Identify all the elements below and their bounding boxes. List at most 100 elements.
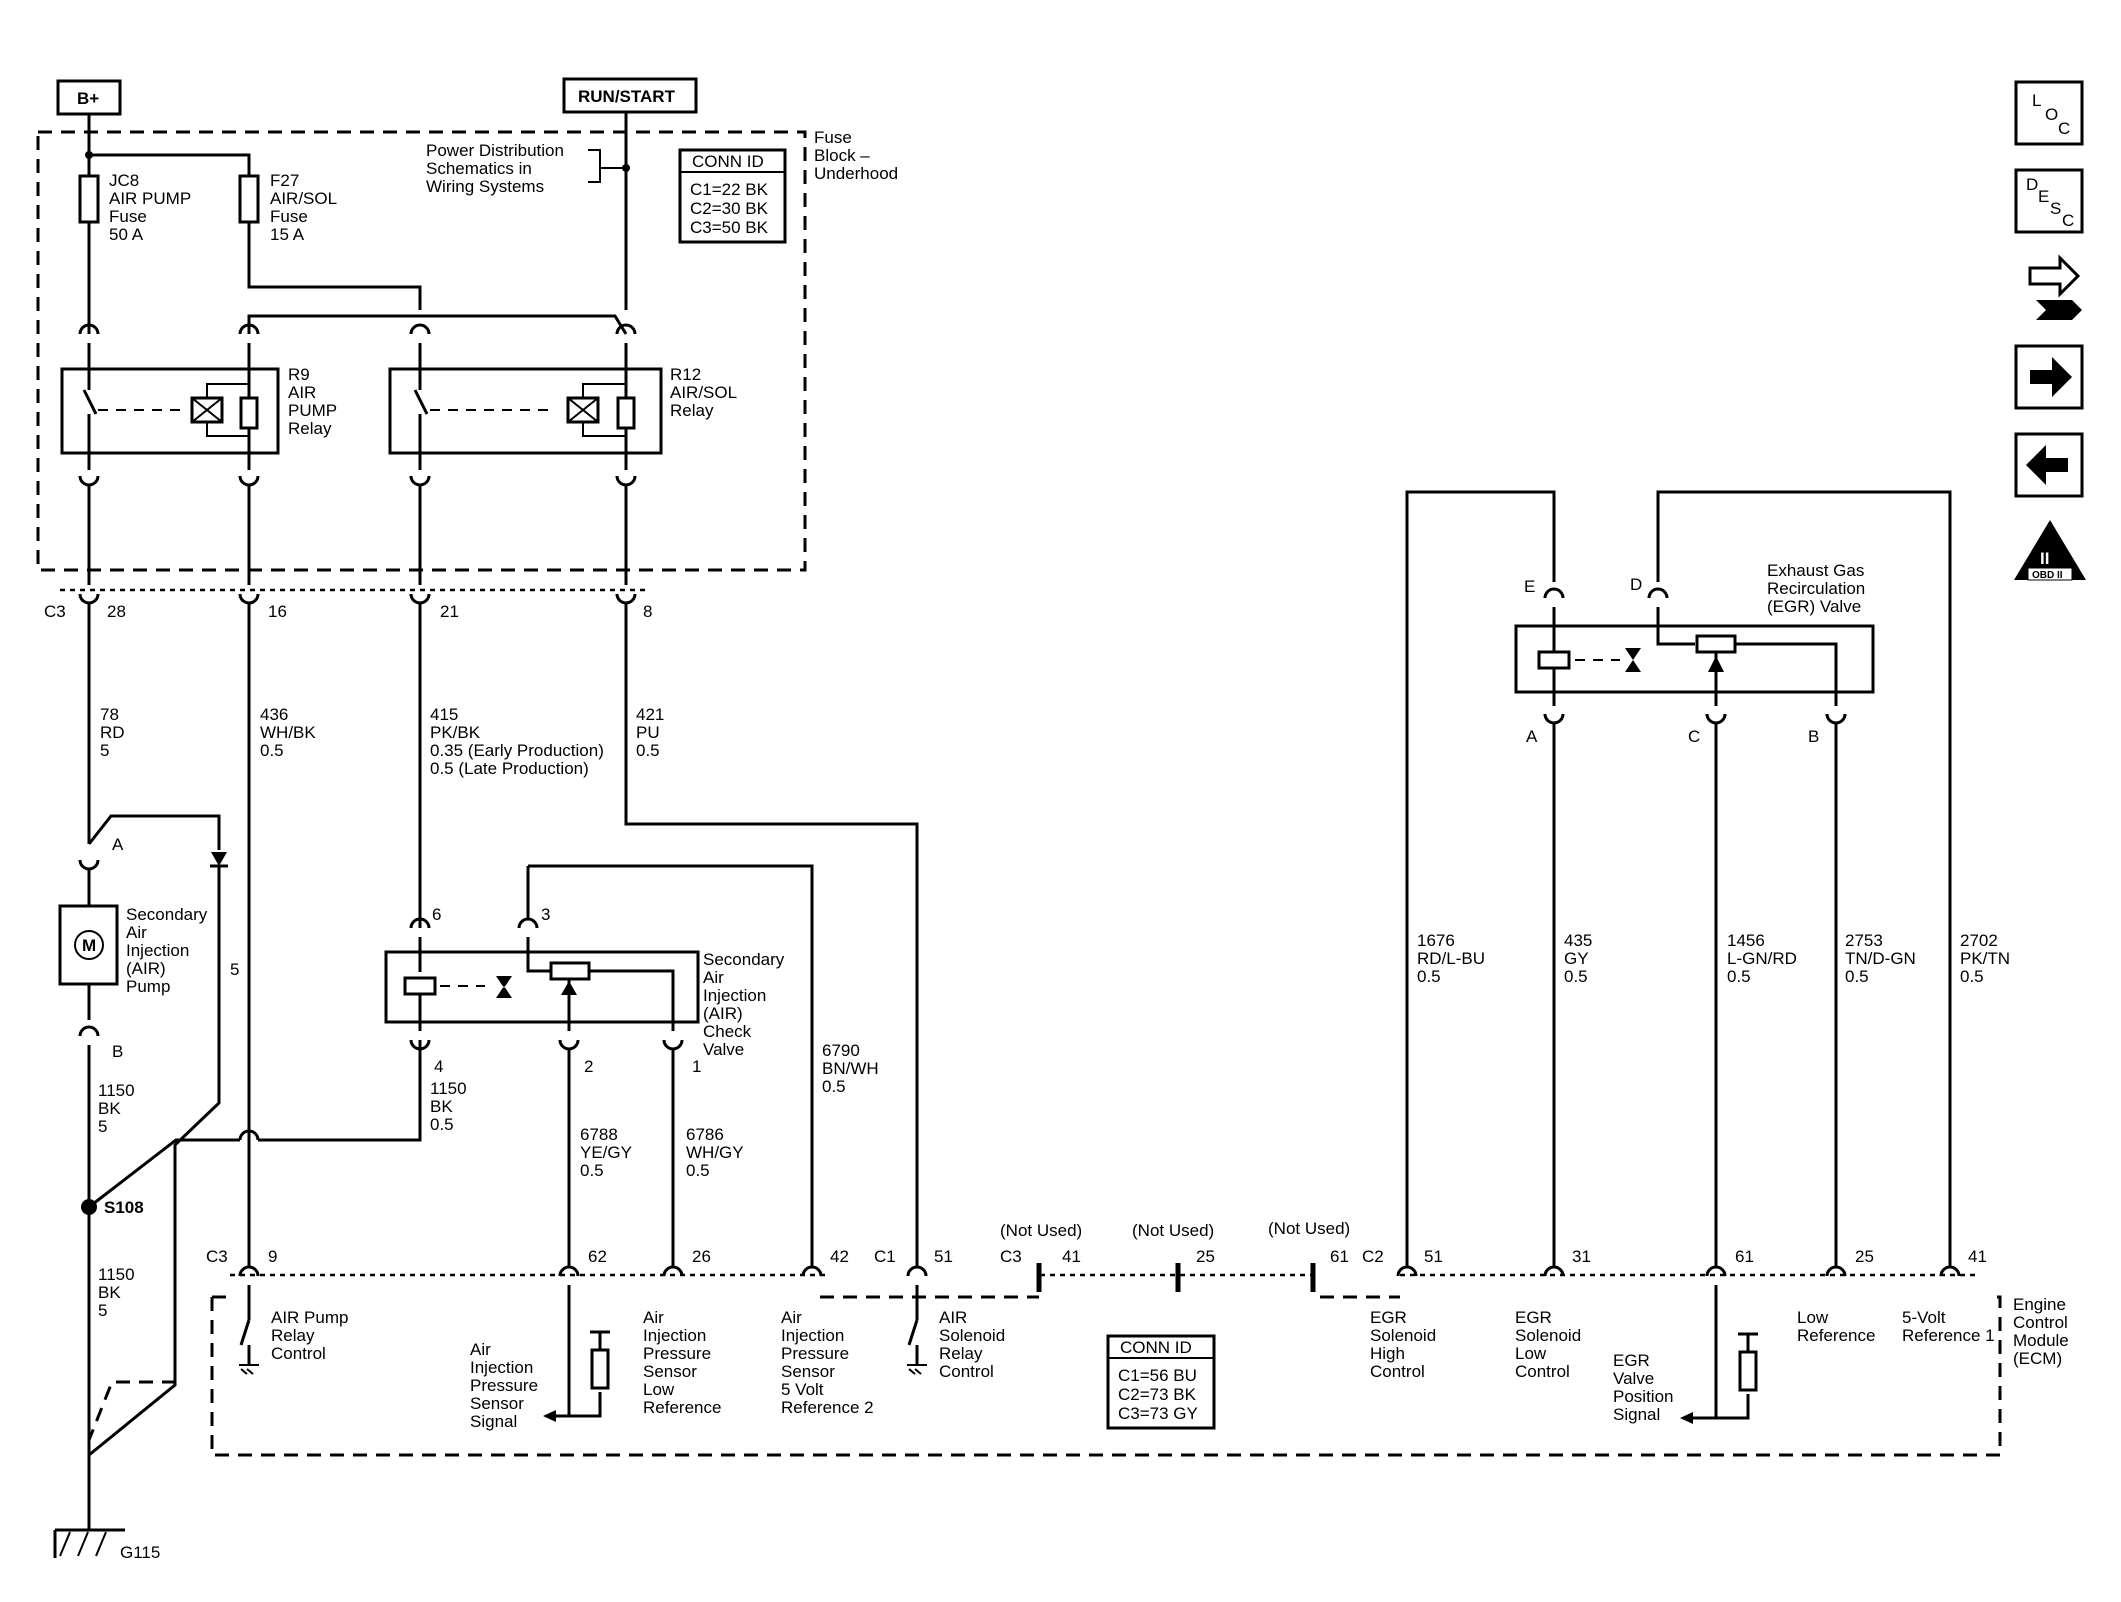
ecm-label-ecm-3: (ECM) <box>2013 1349 2062 1368</box>
ecm-pin-26: 26 <box>692 1247 711 1266</box>
ecm-label-press-low-2: Pressure <box>643 1344 711 1363</box>
ecm-label-egr-high-1: Solenoid <box>1370 1326 1436 1345</box>
ecm-boundary <box>210 1295 2002 1457</box>
egr-l1: Exhaust Gas <box>1767 561 1864 580</box>
c3-pin-8: 8 <box>643 602 652 621</box>
ecm-label-press-signal-3: Sensor <box>470 1394 524 1413</box>
svg-text:D: D <box>2026 175 2038 194</box>
ecm-label-press-signal-4: Signal <box>470 1412 517 1431</box>
ecm-label-egr-low-3: Control <box>1515 1362 1570 1381</box>
fuse-jc8 <box>78 174 100 224</box>
svg-text:C1=22 BK: C1=22 BK <box>690 180 769 199</box>
wire78-size: 5 <box>100 741 109 760</box>
power-dist-line2: Schematics in <box>426 159 532 178</box>
ecm-label-air-pump-relay-2: Control <box>271 1344 326 1363</box>
air-pump-motor <box>58 904 119 986</box>
cv-l1: Secondary <box>703 950 785 969</box>
ecm-label-press-low-0: Air <box>643 1308 664 1327</box>
conn-id-top: CONN ID C1=22 BK C2=30 BK C3=50 BK <box>678 148 787 244</box>
ecm-label-air-sol-1: Solenoid <box>939 1326 1005 1345</box>
conn-id-ecm: CONN ID C1=56 BU C2=73 BK C3=73 GY <box>1106 1334 1216 1430</box>
wire6790-color: BN/WH <box>822 1059 879 1078</box>
svg-text:C3=50 BK: C3=50 BK <box>690 218 769 237</box>
ecm-label-press-signal-2: Pressure <box>470 1376 538 1395</box>
wire1676-size: 0.5 <box>1417 967 1441 986</box>
fuse-jc8-l3: Fuse <box>109 207 147 226</box>
wire2753-size: 0.5 <box>1845 967 1869 986</box>
ecm-label-press-5v-4: 5 Volt <box>781 1380 824 1399</box>
wire415-num: 415 <box>430 705 458 724</box>
wire78-num: 78 <box>100 705 119 724</box>
wire1676-num: 1676 <box>1417 931 1455 950</box>
relay-r9-l3: PUMP <box>288 401 337 420</box>
ecm-c3b: C3 <box>1000 1247 1022 1266</box>
svg-text:OBD II: OBD II <box>2032 570 2063 581</box>
egr-pin-c: C <box>1688 727 1700 746</box>
fuse-f27-l4: 15 A <box>270 225 305 244</box>
ecm-label-press-low-3: Sensor <box>643 1362 697 1381</box>
ecm-pin-62: 62 <box>588 1247 607 1266</box>
desc-button[interactable]: D E S C <box>2014 168 2084 234</box>
fuse-block-line3: Underhood <box>814 164 898 183</box>
ecm-label-ecm-2: Module <box>2013 1331 2069 1350</box>
svg-text:C: C <box>2058 119 2070 138</box>
ground-label: G115 <box>120 1543 160 1562</box>
connector-tool-icon[interactable] <box>2028 254 2082 320</box>
wire1150b-num: 1150 <box>98 1265 135 1284</box>
pump-pin-a: A <box>112 835 124 854</box>
ecm-c3a: C3 <box>206 1247 228 1266</box>
ecm-not-used-1: (Not Used) <box>1000 1221 1082 1240</box>
svg-text:C2=73 BK: C2=73 BK <box>1118 1385 1197 1404</box>
cv-pin-2: 2 <box>584 1057 593 1076</box>
ecm-c2: C2 <box>1362 1247 1384 1266</box>
ecm-label-egr-pos-0: EGR <box>1613 1351 1650 1370</box>
cv-pin-6: 6 <box>432 905 441 924</box>
back-arrow-button[interactable] <box>2014 432 2084 498</box>
relay-r9-l1: R9 <box>288 365 310 384</box>
wire2702-size: 0.5 <box>1960 967 1984 986</box>
next-arrow-button[interactable] <box>2014 344 2084 410</box>
ecm-label-air-sol-2: Relay <box>939 1344 983 1363</box>
ecm-not-used-3: (Not Used) <box>1268 1219 1350 1238</box>
relay-r12 <box>388 323 663 487</box>
fuse-block-line1: Fuse <box>814 128 852 147</box>
diode-wire-label: 5 <box>230 960 239 979</box>
ecm-label-press-5v-5: Reference 2 <box>781 1398 874 1417</box>
wire421-size: 0.5 <box>636 741 660 760</box>
ecm-label-egr-low-2: Low <box>1515 1344 1547 1363</box>
wire435-color: GY <box>1564 949 1589 968</box>
wire1150c-num: 1150 <box>430 1079 467 1098</box>
egr-l2: Recirculation <box>1767 579 1865 598</box>
cv-l6: Valve <box>703 1040 744 1059</box>
relay-r9-l2: AIR <box>288 383 316 402</box>
ecm-label-egr-high-3: Control <box>1370 1362 1425 1381</box>
c3-pin-28: 28 <box>107 602 126 621</box>
pump-l1: Secondary <box>126 905 208 924</box>
egr-l3: (EGR) Valve <box>1767 597 1861 616</box>
obd-ii-icon[interactable]: II OBD II <box>2014 520 2086 581</box>
wire6790-size: 0.5 <box>822 1077 846 1096</box>
fuse-f27-l3: Fuse <box>270 207 308 226</box>
cv-pin-1: 1 <box>692 1057 701 1076</box>
svg-text:CONN ID: CONN ID <box>692 152 764 171</box>
svg-text:C: C <box>2062 211 2074 230</box>
wire1676-color: RD/L-BU <box>1417 949 1485 968</box>
ecm-label-egr-low-0: EGR <box>1515 1308 1552 1327</box>
fuse-block-line2: Block – <box>814 146 870 165</box>
wire2702-num: 2702 <box>1960 931 1998 950</box>
ecm-label-press-5v-3: Sensor <box>781 1362 835 1381</box>
egr-pin-b: B <box>1808 727 1819 746</box>
pump-pin-b: B <box>112 1042 123 1061</box>
wire1150a-color: BK <box>98 1099 121 1118</box>
cv-l3: Injection <box>703 986 766 1005</box>
c3-top-label: C3 <box>44 602 66 621</box>
loc-button[interactable]: L O C <box>2014 80 2084 146</box>
svg-text:II: II <box>2040 549 2049 568</box>
svg-text:C3=73 GY: C3=73 GY <box>1118 1404 1198 1423</box>
ecm-pin-42: 42 <box>830 1247 849 1266</box>
wire6786-color: WH/GY <box>686 1143 744 1162</box>
ecm-pin-41b: 41 <box>1968 1247 1987 1266</box>
wire415-size1: 0.35 (Early Production) <box>430 741 604 760</box>
